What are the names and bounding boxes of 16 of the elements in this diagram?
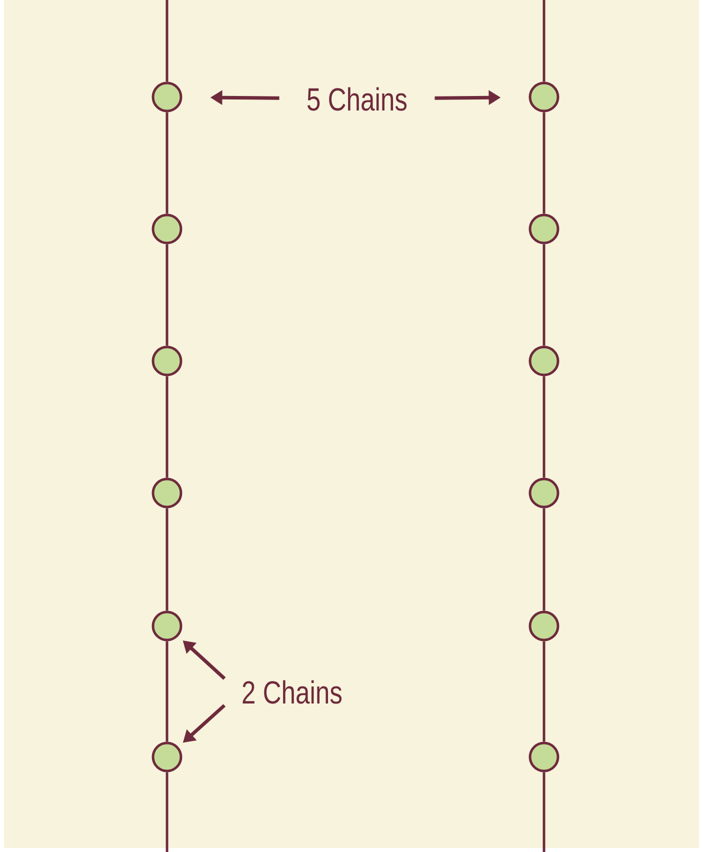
chain-label: 2 Chains <box>242 680 342 704</box>
chain-line <box>542 112 546 214</box>
chain-line <box>542 772 546 852</box>
chain-label: 5 Chains <box>308 87 407 111</box>
chain-line <box>166 641 168 742</box>
chain-line <box>166 0 168 82</box>
chain-line <box>542 508 546 611</box>
chain-line <box>166 772 168 852</box>
chain-line <box>166 244 168 346</box>
chain-line <box>542 641 546 742</box>
chain-line <box>166 508 168 611</box>
chain-line <box>166 112 168 214</box>
chain-line <box>542 0 546 82</box>
chain-line <box>166 376 168 478</box>
chain-line <box>542 244 546 346</box>
chain-line <box>542 376 546 478</box>
